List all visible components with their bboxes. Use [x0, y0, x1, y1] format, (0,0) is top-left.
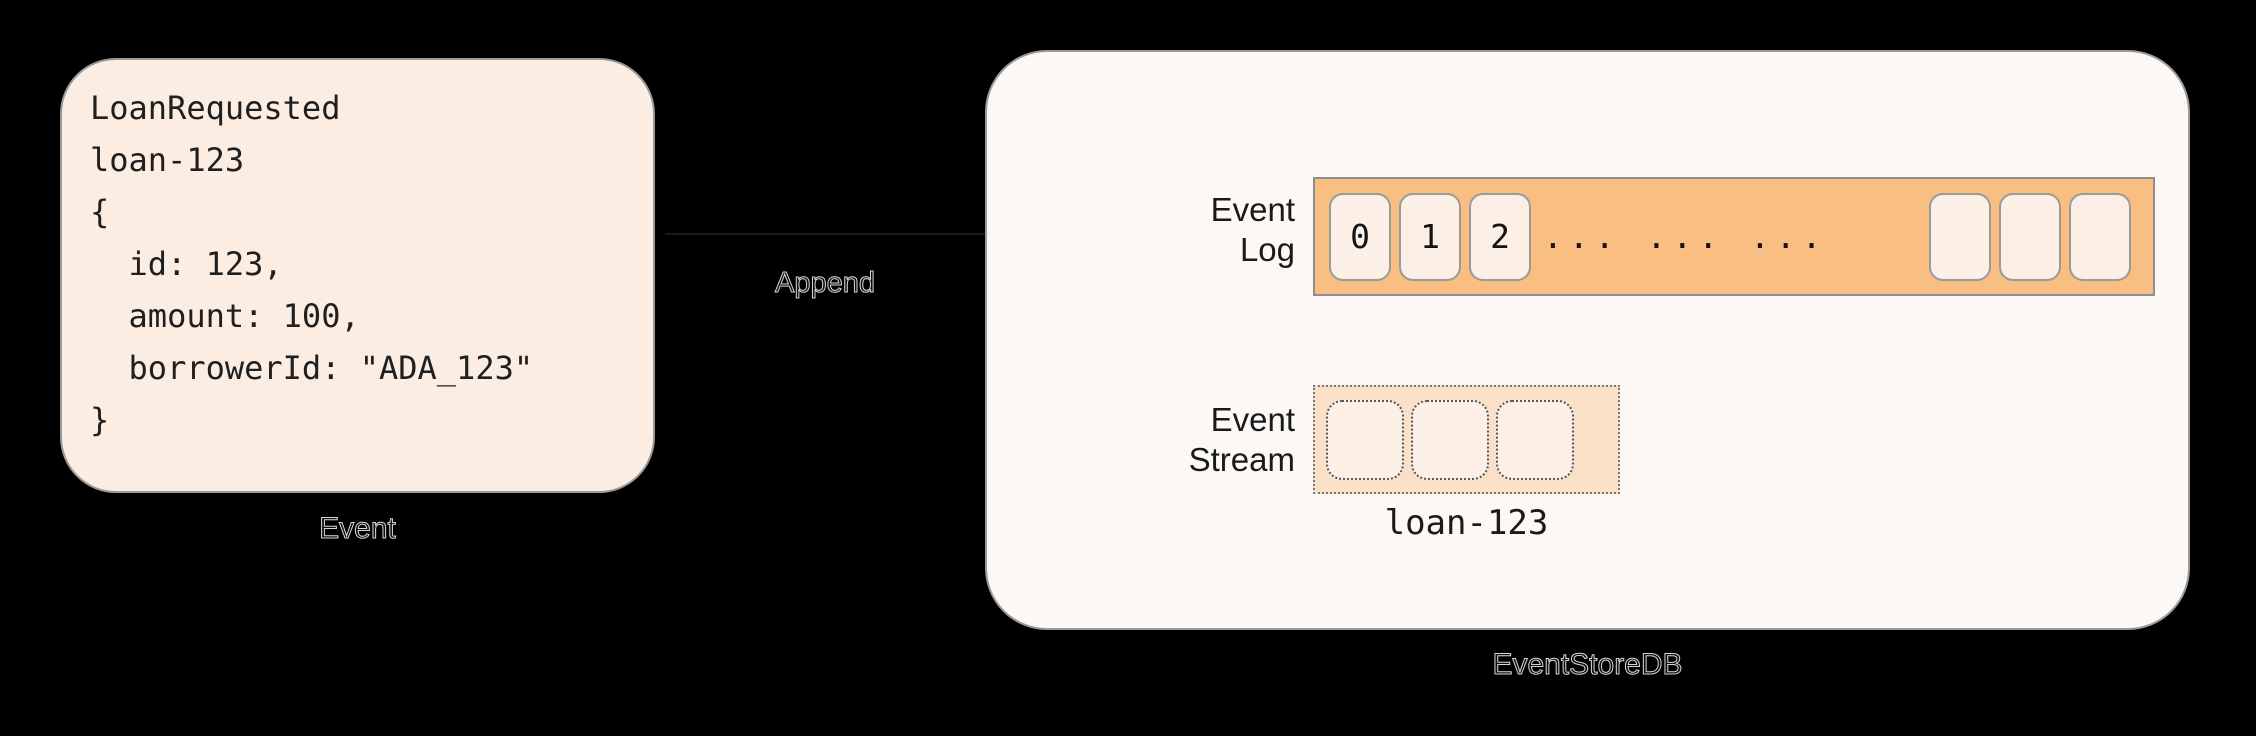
event-log-empty-cell[interactable] [1999, 192, 2061, 281]
event-log-label: Event Log [1210, 191, 1295, 268]
append-label: Append [775, 267, 876, 300]
event-card-caption: Event [319, 512, 397, 546]
event-stream-cell[interactable] [1326, 399, 1404, 480]
event-log-empty-cell[interactable] [1929, 192, 1991, 281]
eventstoredb-caption: EventStoreDB [1492, 648, 1683, 682]
event-card: LoanRequested loan-123 { id: 123, amount… [60, 58, 655, 493]
event-stream-cell[interactable] [1496, 399, 1574, 480]
event-stream-label: Event Stream [1188, 401, 1295, 478]
event-log-cell[interactable]: 1 [1399, 192, 1461, 281]
event-log-cell[interactable]: 0 [1329, 192, 1391, 281]
event-stream-strip [1313, 385, 1620, 494]
event-stream-cell[interactable] [1411, 399, 1489, 480]
event-stream-name: loan-123 [1384, 503, 1549, 543]
event-payload-code: LoanRequested loan-123 { id: 123, amount… [90, 89, 534, 439]
event-log-empty-cell[interactable] [2069, 192, 2131, 281]
event-log-strip: 0 1 2 ... ... ... [1313, 177, 2155, 296]
eventstoredb-container [985, 50, 2190, 630]
event-log-cell[interactable]: 2 [1469, 192, 1531, 281]
event-log-ellipsis: ... ... ... [1543, 217, 1828, 256]
